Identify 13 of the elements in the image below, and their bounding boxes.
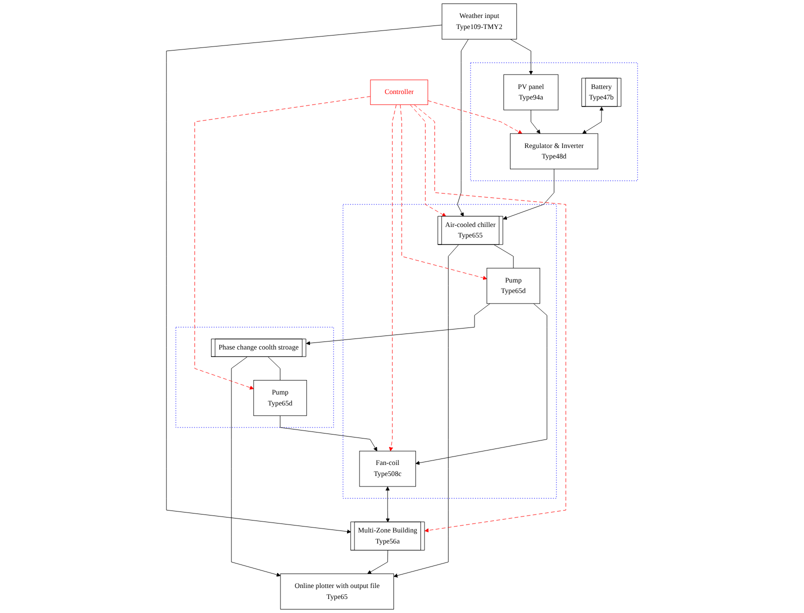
node-box <box>442 4 517 40</box>
node-box <box>504 74 558 110</box>
cluster <box>470 62 638 182</box>
node-box <box>510 133 598 170</box>
cluster <box>342 204 557 499</box>
connector <box>268 356 280 380</box>
node-box <box>486 268 540 304</box>
cluster <box>176 326 334 428</box>
node-box <box>280 574 394 610</box>
node-box <box>370 80 428 105</box>
node-box <box>359 450 416 487</box>
node-box <box>253 380 307 416</box>
connector <box>494 244 514 268</box>
